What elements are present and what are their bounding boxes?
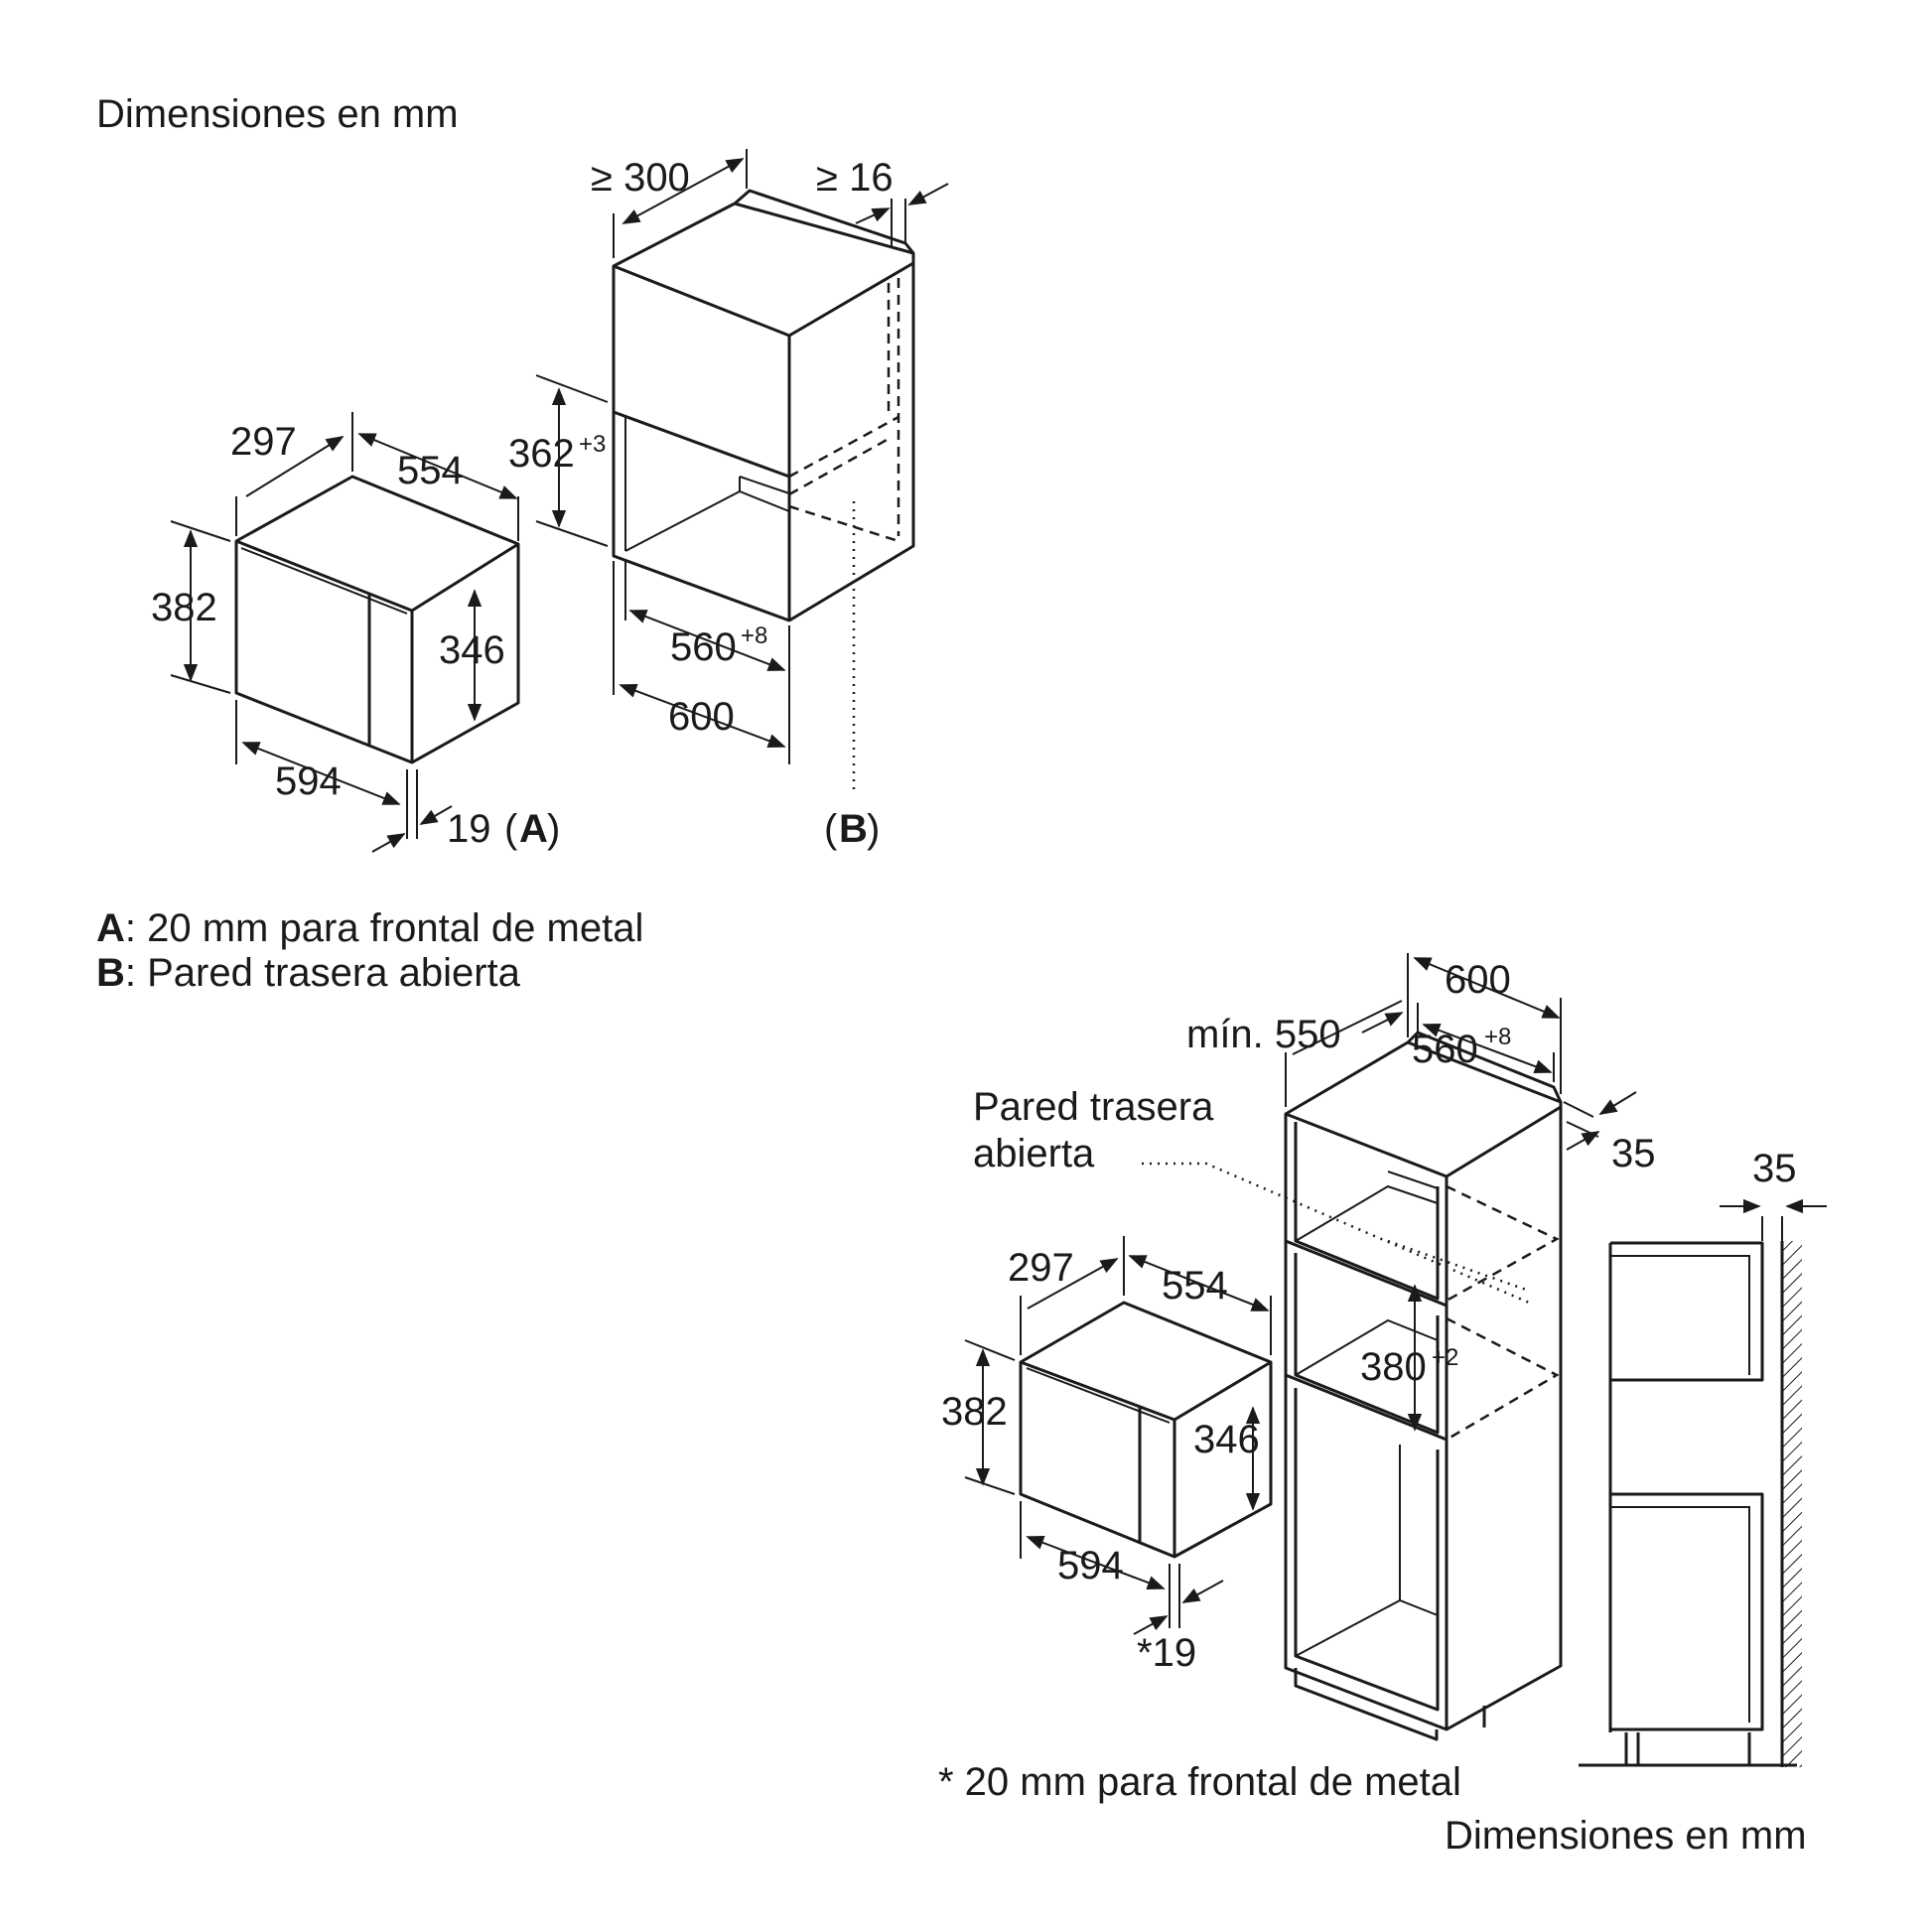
bottom-cab-min-depth: mín. 550	[1186, 1013, 1341, 1056]
bottom-mw-height: 382	[941, 1390, 1008, 1434]
svg-text:): )	[547, 807, 560, 851]
svg-text:(: (	[824, 807, 838, 851]
bottom-mw-front-offset: *19	[1137, 1631, 1196, 1675]
svg-text:B: Pared trasera abierta: B: Pared trasera abierta	[96, 951, 521, 995]
bottom-back-wall-label-1: Pared trasera	[973, 1085, 1214, 1129]
top-niche-opening-height-tol: +3	[579, 431, 606, 458]
top-niche-cabinet-width: 600	[668, 695, 735, 739]
top-mw-depth: 554	[397, 449, 464, 492]
svg-text:(: (	[504, 807, 518, 851]
top-marker-b: B	[839, 807, 868, 851]
legend-key-a: A	[96, 906, 125, 950]
top-marker-a: A	[519, 807, 548, 851]
top-niche-opening-width: 560	[670, 625, 737, 669]
bottom-microwave-drawing	[1019, 1301, 1273, 1559]
bottom-cab-opening-height-tol: +2	[1432, 1344, 1458, 1371]
bottom-cab-opening-width: 560	[1412, 1028, 1478, 1071]
top-legend: A: 20 mm para frontal de metal B: Pared …	[96, 906, 643, 995]
bottom-side-wall-gap: 35	[1752, 1147, 1797, 1190]
bottom-tall-cabinet-dims	[1285, 953, 1637, 1432]
bottom-units-label: Dimensiones en mm	[1445, 1814, 1807, 1858]
top-mw-height: 382	[151, 586, 217, 629]
bottom-tall-cabinet-drawing	[1142, 1031, 1563, 1741]
bottom-back-wall-label-2: abierta	[973, 1132, 1095, 1175]
bottom-mw-inner-height: 346	[1193, 1418, 1260, 1461]
bottom-mw-width: 297	[1008, 1246, 1074, 1290]
bottom-microwave-dims	[964, 1236, 1272, 1635]
top-mw-width: 297	[230, 420, 297, 464]
svg-text:A: 20 mm para frontal de metal: A: 20 mm para frontal de metal	[96, 906, 643, 950]
legend-text-b: : Pared trasera abierta	[125, 951, 521, 995]
svg-text:): )	[867, 807, 880, 851]
top-mw-inner-height: 346	[439, 628, 505, 672]
top-niche-opening-width-tol: +8	[741, 622, 767, 649]
legend-text-a: : 20 mm para frontal de metal	[125, 906, 643, 950]
bottom-cab-width: 600	[1445, 958, 1511, 1002]
bottom-footnote: * 20 mm para frontal de metal	[938, 1760, 1461, 1804]
bottom-side-view-drawing	[1579, 1198, 1827, 1767]
bottom-cab-rear-gap: 35	[1611, 1132, 1656, 1175]
bottom-cab-opening-height: 380	[1360, 1345, 1427, 1389]
top-niche-side-gap: ≥ 16	[816, 156, 894, 200]
top-niche-drawing	[612, 189, 915, 794]
top-mw-front-width: 594	[275, 759, 342, 803]
legend-key-b: B	[96, 951, 125, 995]
bottom-mw-front-width: 594	[1057, 1544, 1124, 1587]
bottom-mw-depth: 554	[1162, 1264, 1228, 1308]
top-microwave-drawing	[234, 475, 520, 764]
top-units-label: Dimensiones en mm	[96, 92, 459, 136]
top-niche-opening-height: 362	[508, 432, 575, 476]
top-microwave-dims	[170, 412, 519, 853]
top-niche-dims	[535, 149, 949, 764]
top-mw-front-offset: 19	[447, 807, 491, 851]
bottom-cab-opening-width-tol: +8	[1484, 1024, 1511, 1050]
top-niche-top-depth: ≥ 300	[591, 156, 690, 200]
